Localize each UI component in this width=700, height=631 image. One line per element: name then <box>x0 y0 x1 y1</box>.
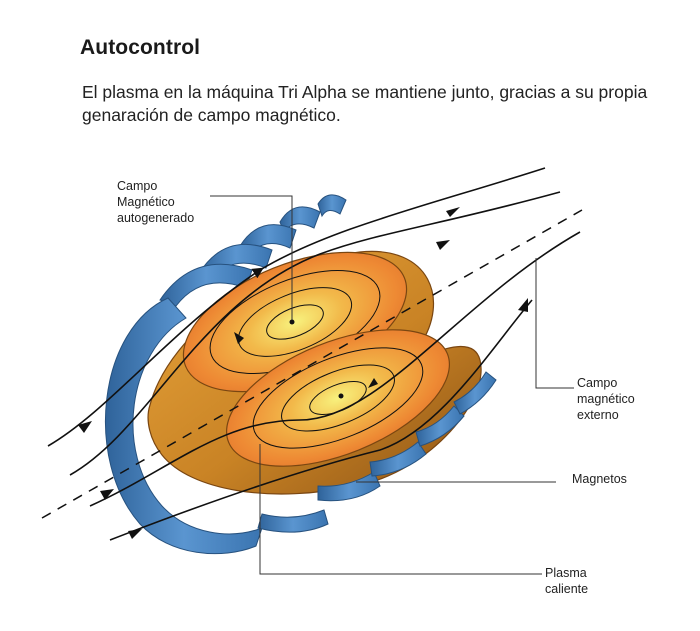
plasma-confinement-diagram <box>41 167 583 575</box>
leader-lines <box>210 195 574 575</box>
field-arrows <box>78 207 528 539</box>
label-campo-autogenerado: Campo Magnético autogenerado <box>117 179 195 225</box>
page-title: Autocontrol <box>80 36 201 59</box>
magnet-coils-front <box>257 371 497 533</box>
axis-line <box>41 209 583 519</box>
label-magnetos: Magnetos <box>572 472 627 486</box>
page-description: El plasma en la máquina Tri Alpha se man… <box>82 82 648 125</box>
external-field-lines <box>47 167 581 541</box>
label-campo-externo: Campo magnético externo <box>577 376 635 422</box>
label-plasma-caliente: Plasma caliente <box>545 566 589 596</box>
plasma-lower-ring <box>225 329 451 467</box>
